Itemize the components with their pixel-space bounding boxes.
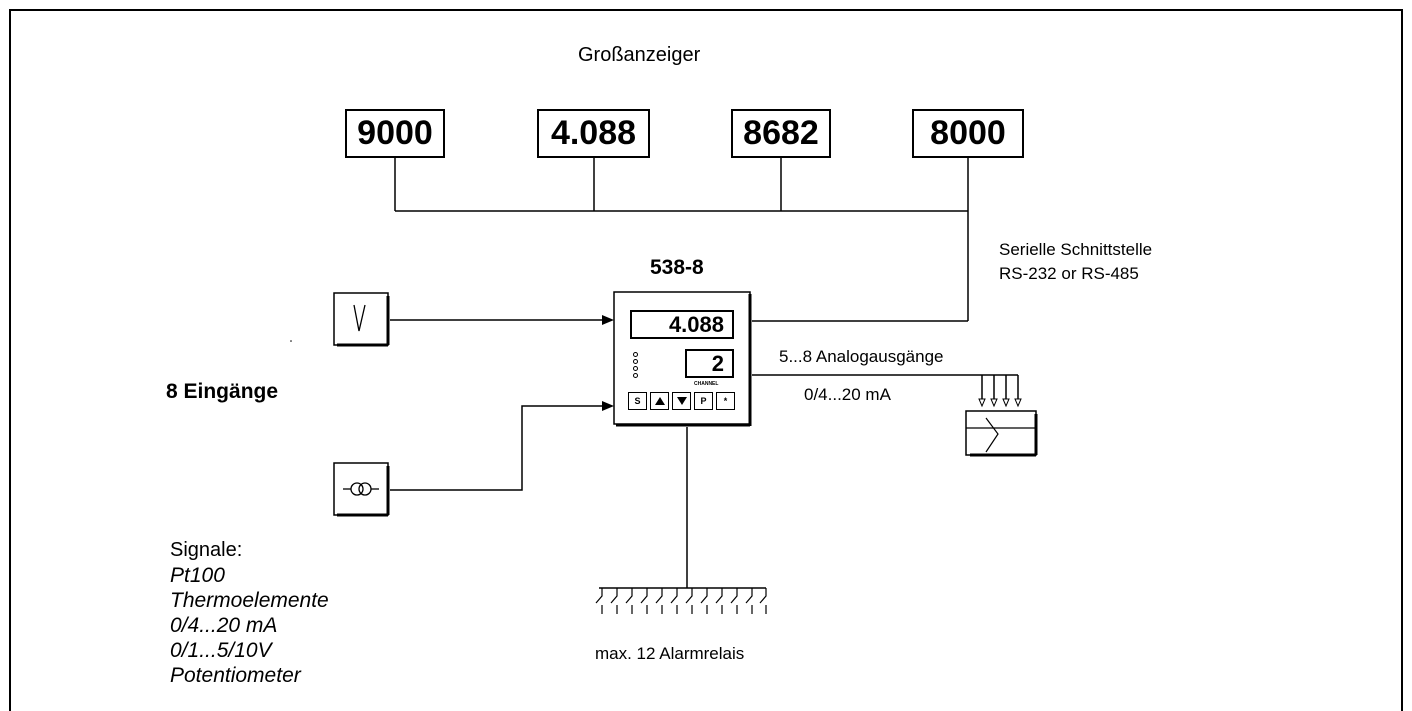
analog-output-icon [965, 410, 1038, 457]
up-triangle-icon [654, 397, 665, 405]
s-key[interactable]: S [628, 392, 647, 410]
arrow-input-2 [602, 401, 614, 411]
inputs-label: 8 Eingänge [166, 380, 279, 403]
large-display-2: 4.088 [537, 109, 650, 158]
input-line-2 [390, 405, 606, 491]
status-led-1 [633, 352, 638, 357]
signal-item: Pt100 [170, 564, 225, 587]
serial-interface-label: Serielle Schnittstelle RS-232 or RS-485 [999, 238, 1152, 286]
arrow-input-1 [602, 315, 614, 325]
alarm-relays-label: max. 12 Alarmrelais [595, 644, 745, 663]
serial-line-1: Serielle Schnittstelle [999, 240, 1153, 259]
down-key[interactable] [672, 392, 691, 410]
analog-range-label: 0/4...20 mA [804, 385, 891, 404]
thermocouple-icon [333, 292, 390, 347]
signal-item: 0/1...5/10V [170, 639, 272, 662]
transformer-icon [333, 462, 390, 517]
channel-label: CHANNEL [694, 381, 719, 387]
status-led-3 [633, 366, 638, 371]
down-triangle-icon [676, 397, 687, 405]
up-key[interactable] [650, 392, 669, 410]
signals-list: Signale: Pt100 Thermoelemente 0/4...20 m… [170, 538, 329, 688]
status-led-2 [633, 359, 638, 364]
device-channel-display: 2 [685, 349, 734, 378]
serial-line-2: RS-232 or RS-485 [999, 264, 1139, 283]
device-name: 538-8 [650, 256, 704, 279]
large-display-4: 8000 [912, 109, 1024, 158]
relay-contacts-icon [595, 588, 767, 614]
signal-item: Potentiometer [170, 664, 301, 687]
large-display-1: 9000 [345, 109, 445, 158]
device-main-display: 4.088 [630, 310, 734, 339]
status-led-4 [633, 373, 638, 378]
signal-item: Thermoelemente [170, 589, 329, 612]
signals-heading: Signale: [170, 539, 243, 561]
stray-dot [290, 340, 292, 342]
large-display-3: 8682 [731, 109, 831, 158]
star-key[interactable]: * [716, 392, 735, 410]
signal-item: 0/4...20 mA [170, 614, 278, 637]
p-key[interactable]: P [694, 392, 713, 410]
diagram-frame [9, 9, 1403, 711]
analog-outputs-label: 5...8 Analogausgänge [779, 347, 944, 366]
diagram-title: Großanzeiger [578, 44, 701, 66]
